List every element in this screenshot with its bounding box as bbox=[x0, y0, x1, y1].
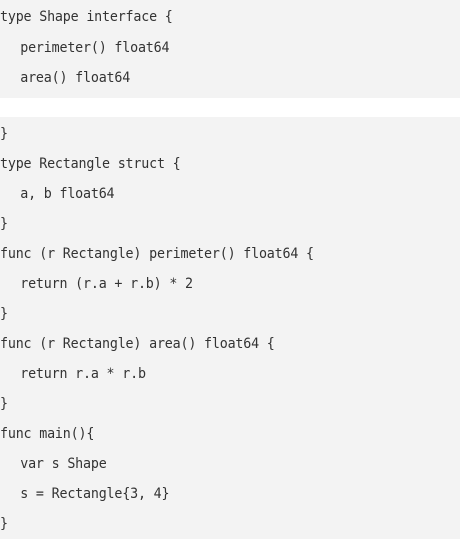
code-line: perimeter() float64 bbox=[20, 40, 170, 56]
code-line: } bbox=[0, 126, 8, 142]
code-block-implementation: } type Rectangle struct { a, b float64 }… bbox=[0, 117, 460, 539]
code-line: var s Shape bbox=[20, 456, 107, 472]
code-line: func main(){ bbox=[0, 426, 95, 442]
code-line: s = Rectangle{3, 4} bbox=[20, 486, 170, 502]
code-block-interface: type Shape interface { perimeter() float… bbox=[0, 0, 460, 98]
code-line: } bbox=[0, 216, 8, 232]
code-line: } bbox=[0, 306, 8, 322]
code-line: func (r Rectangle) area() float64 { bbox=[0, 336, 275, 352]
code-line: } bbox=[0, 396, 8, 412]
code-line: area() float64 bbox=[20, 70, 131, 86]
code-line: } bbox=[0, 516, 8, 532]
code-line: type Rectangle struct { bbox=[0, 156, 181, 172]
code-line: func (r Rectangle) perimeter() float64 { bbox=[0, 246, 314, 262]
code-line: a, b float64 bbox=[20, 186, 115, 202]
code-line: type Shape interface { bbox=[0, 9, 173, 25]
code-line: return r.a * r.b bbox=[20, 366, 146, 382]
code-line: return (r.a + r.b) * 2 bbox=[20, 276, 193, 292]
